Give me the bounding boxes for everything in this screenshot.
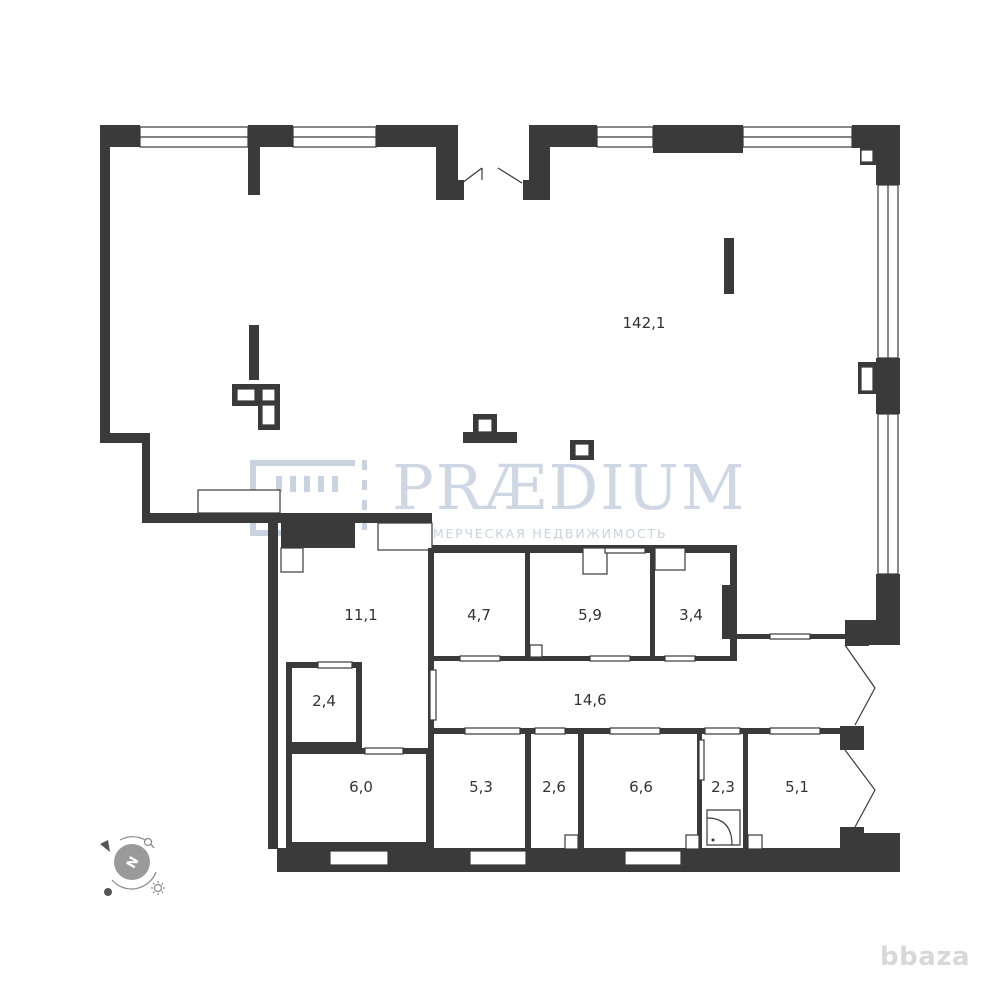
compass-icon: N	[100, 836, 165, 896]
room-area-room-j: 2,3	[711, 778, 735, 796]
top-entry-pier-right	[523, 125, 597, 200]
room-area-room-f: 6,0	[349, 778, 373, 796]
top-left-pier	[248, 125, 293, 195]
room-area-room-d: 3,4	[679, 606, 703, 624]
room-area-main-hall: 142,1	[623, 314, 666, 332]
top-entry-pier-left	[376, 125, 464, 200]
columns	[232, 238, 734, 460]
interior-walls	[280, 522, 876, 850]
room-area-room-g: 5,3	[469, 778, 493, 796]
site-badge: bbaza	[880, 942, 970, 972]
partition-south-top	[268, 513, 432, 849]
room-area-room-b: 4,7	[467, 606, 491, 624]
room-area-room-e: 2,4	[312, 692, 336, 710]
outer-walls	[100, 125, 900, 872]
window-south-2	[469, 850, 527, 866]
entry-door	[461, 167, 523, 184]
room-area-room-i: 6,6	[629, 778, 653, 796]
watermark-brand: PRÆDIUM	[392, 451, 746, 524]
window-south-3	[624, 850, 682, 866]
south-east-pier	[840, 827, 900, 872]
room-area-room-h: 2,6	[542, 778, 566, 796]
east-door-pier-upper	[845, 622, 869, 646]
watermark: PRÆDIUM КОММЕРЧЕСКАЯ НЕДВИЖИМОСТЬ	[250, 451, 746, 541]
room-area-room-c: 5,9	[578, 606, 602, 624]
west-wall-upper	[100, 125, 268, 523]
window-bay	[197, 489, 281, 514]
watermark-tagline: КОММЕРЧЕСКАЯ НЕДВИЖИМОСТЬ	[398, 526, 667, 541]
room-area-room-k: 5,1	[785, 778, 809, 796]
windows	[139, 126, 899, 866]
room-area-corridor: 14,6	[573, 691, 606, 709]
north-east-corner	[852, 125, 900, 185]
east-door-pier	[840, 726, 864, 750]
sun-icon	[151, 881, 165, 895]
south-wall	[277, 848, 900, 872]
room-area-room-a: 11,1	[344, 606, 377, 624]
window-south-1	[329, 850, 389, 866]
top-right-pier	[653, 125, 743, 153]
room-labels: 142,1 11,1 4,7 5,9 3,4 14,6 2,4 6,0 5,3 …	[312, 314, 809, 796]
